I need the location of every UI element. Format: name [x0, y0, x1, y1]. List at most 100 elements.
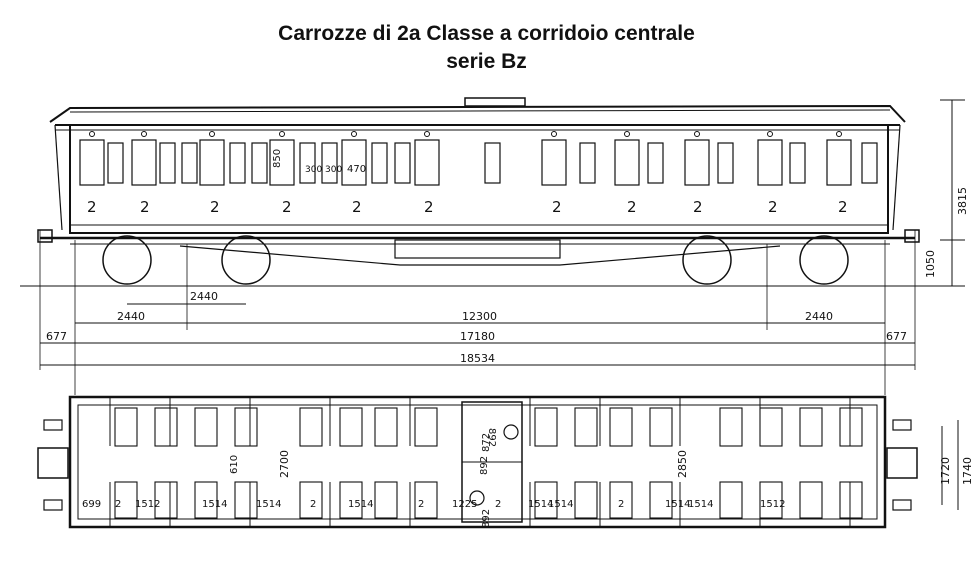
drawing-subtitle: serie Bz	[446, 50, 527, 73]
dim-overhang-left: 2440	[117, 310, 145, 323]
plan-dim-label: 2	[115, 499, 121, 510]
side-window	[321, 142, 338, 184]
washbasin-icon	[503, 424, 519, 440]
roof-outline	[49, 104, 906, 123]
door-label: 2	[838, 198, 848, 216]
door-label: 2	[693, 198, 703, 216]
plan-outline	[68, 395, 887, 529]
window-dim-470: 470	[347, 164, 366, 175]
dim-total-length: 18534	[460, 352, 495, 365]
side-window	[181, 142, 198, 184]
buffer-left	[37, 229, 53, 243]
side-window	[789, 142, 806, 184]
door-label: 2	[352, 198, 362, 216]
dim-overhang-right: 2440	[805, 310, 833, 323]
seat-top	[839, 407, 863, 447]
door-window	[269, 139, 295, 186]
seat-top	[114, 407, 138, 447]
plan-dim-label: 1514	[202, 499, 227, 510]
door-label: 2	[140, 198, 150, 216]
seat-bottom	[339, 481, 363, 519]
window-dim-300a: 300	[305, 165, 322, 175]
roof-vent	[464, 97, 526, 107]
seat-bottom	[414, 481, 438, 519]
length-dimensions: 2440 2440 12300 2440 677 17180 677 18534	[39, 230, 916, 395]
seat-top	[799, 407, 823, 447]
door-lamp	[624, 131, 630, 137]
side-elevation: 850 300 300 470 2 2 2 2 2 2 2 2 2 2 2	[20, 97, 969, 287]
seat-bottom	[234, 481, 258, 519]
seat-top	[759, 407, 783, 447]
dim-bogie-center: 12300	[462, 310, 497, 323]
plan-dim-label: 2	[495, 499, 501, 510]
side-window	[579, 142, 596, 184]
seat-bottom	[839, 481, 863, 519]
plan-dim-label: 2	[310, 499, 316, 510]
seat-bottom	[194, 481, 218, 519]
seat-top	[194, 407, 218, 447]
door-label: 2	[282, 198, 292, 216]
seat-bottom	[154, 481, 178, 519]
door-label: 2	[627, 198, 637, 216]
door-lamp	[279, 131, 285, 137]
door-lamp	[209, 131, 215, 137]
seat-top	[339, 407, 363, 447]
seat-bottom	[114, 481, 138, 519]
door-lamp	[89, 131, 95, 137]
side-window	[229, 142, 246, 184]
side-window	[251, 142, 268, 184]
buffer-plan	[892, 499, 912, 511]
seat-bottom	[649, 481, 673, 519]
door-row	[79, 131, 878, 186]
seat-top	[299, 407, 323, 447]
door-lamp	[694, 131, 700, 137]
seat-bottom	[299, 481, 323, 519]
dim-toilet-3: 892	[479, 456, 490, 475]
door-lamp	[767, 131, 773, 137]
side-window	[647, 142, 664, 184]
dim-buffer-left: 677	[46, 330, 67, 343]
truss-rod	[179, 245, 781, 266]
wheel	[221, 235, 271, 285]
dim-toilet-2: 872	[481, 433, 492, 452]
door-lamp	[551, 131, 557, 137]
plan-dim-label: 2	[418, 499, 424, 510]
seat-bottom	[799, 481, 823, 519]
dim-toilet-1: 892	[486, 428, 497, 447]
door-window	[414, 139, 440, 186]
dim-seat-pitch: 610	[229, 455, 240, 474]
door-label: 2	[768, 198, 778, 216]
wheel	[799, 235, 849, 285]
plan-dim-label: 1514	[256, 499, 281, 510]
plan-dim-label: 2	[618, 499, 624, 510]
side-window	[371, 142, 388, 184]
dim-inner-width: 2700	[278, 450, 291, 478]
door-lamp	[351, 131, 357, 137]
door-label: 2	[552, 198, 562, 216]
seat-top	[374, 407, 398, 447]
wheel	[682, 235, 732, 285]
side-window	[717, 142, 734, 184]
plan-dim-label: 1514	[548, 499, 573, 510]
buffer-plan	[43, 419, 63, 431]
side-window	[107, 142, 124, 184]
plan-dim-label: 1512	[135, 499, 160, 510]
coupling-left	[37, 447, 69, 479]
door-window	[131, 139, 157, 186]
wheel	[102, 235, 152, 285]
plan-dim-label: 1514	[528, 499, 553, 510]
side-window	[861, 142, 878, 184]
seat-rows	[109, 397, 863, 527]
seat-top	[234, 407, 258, 447]
door-window	[614, 139, 640, 186]
wheelset-group	[102, 235, 849, 285]
door-label: 2	[424, 198, 434, 216]
door-window	[684, 139, 710, 186]
window-dim-850: 850	[272, 149, 283, 168]
door-lamp	[836, 131, 842, 137]
seat-top	[154, 407, 178, 447]
dim-bogie-spacing: 2440	[190, 290, 218, 303]
seat-bottom	[374, 481, 398, 519]
